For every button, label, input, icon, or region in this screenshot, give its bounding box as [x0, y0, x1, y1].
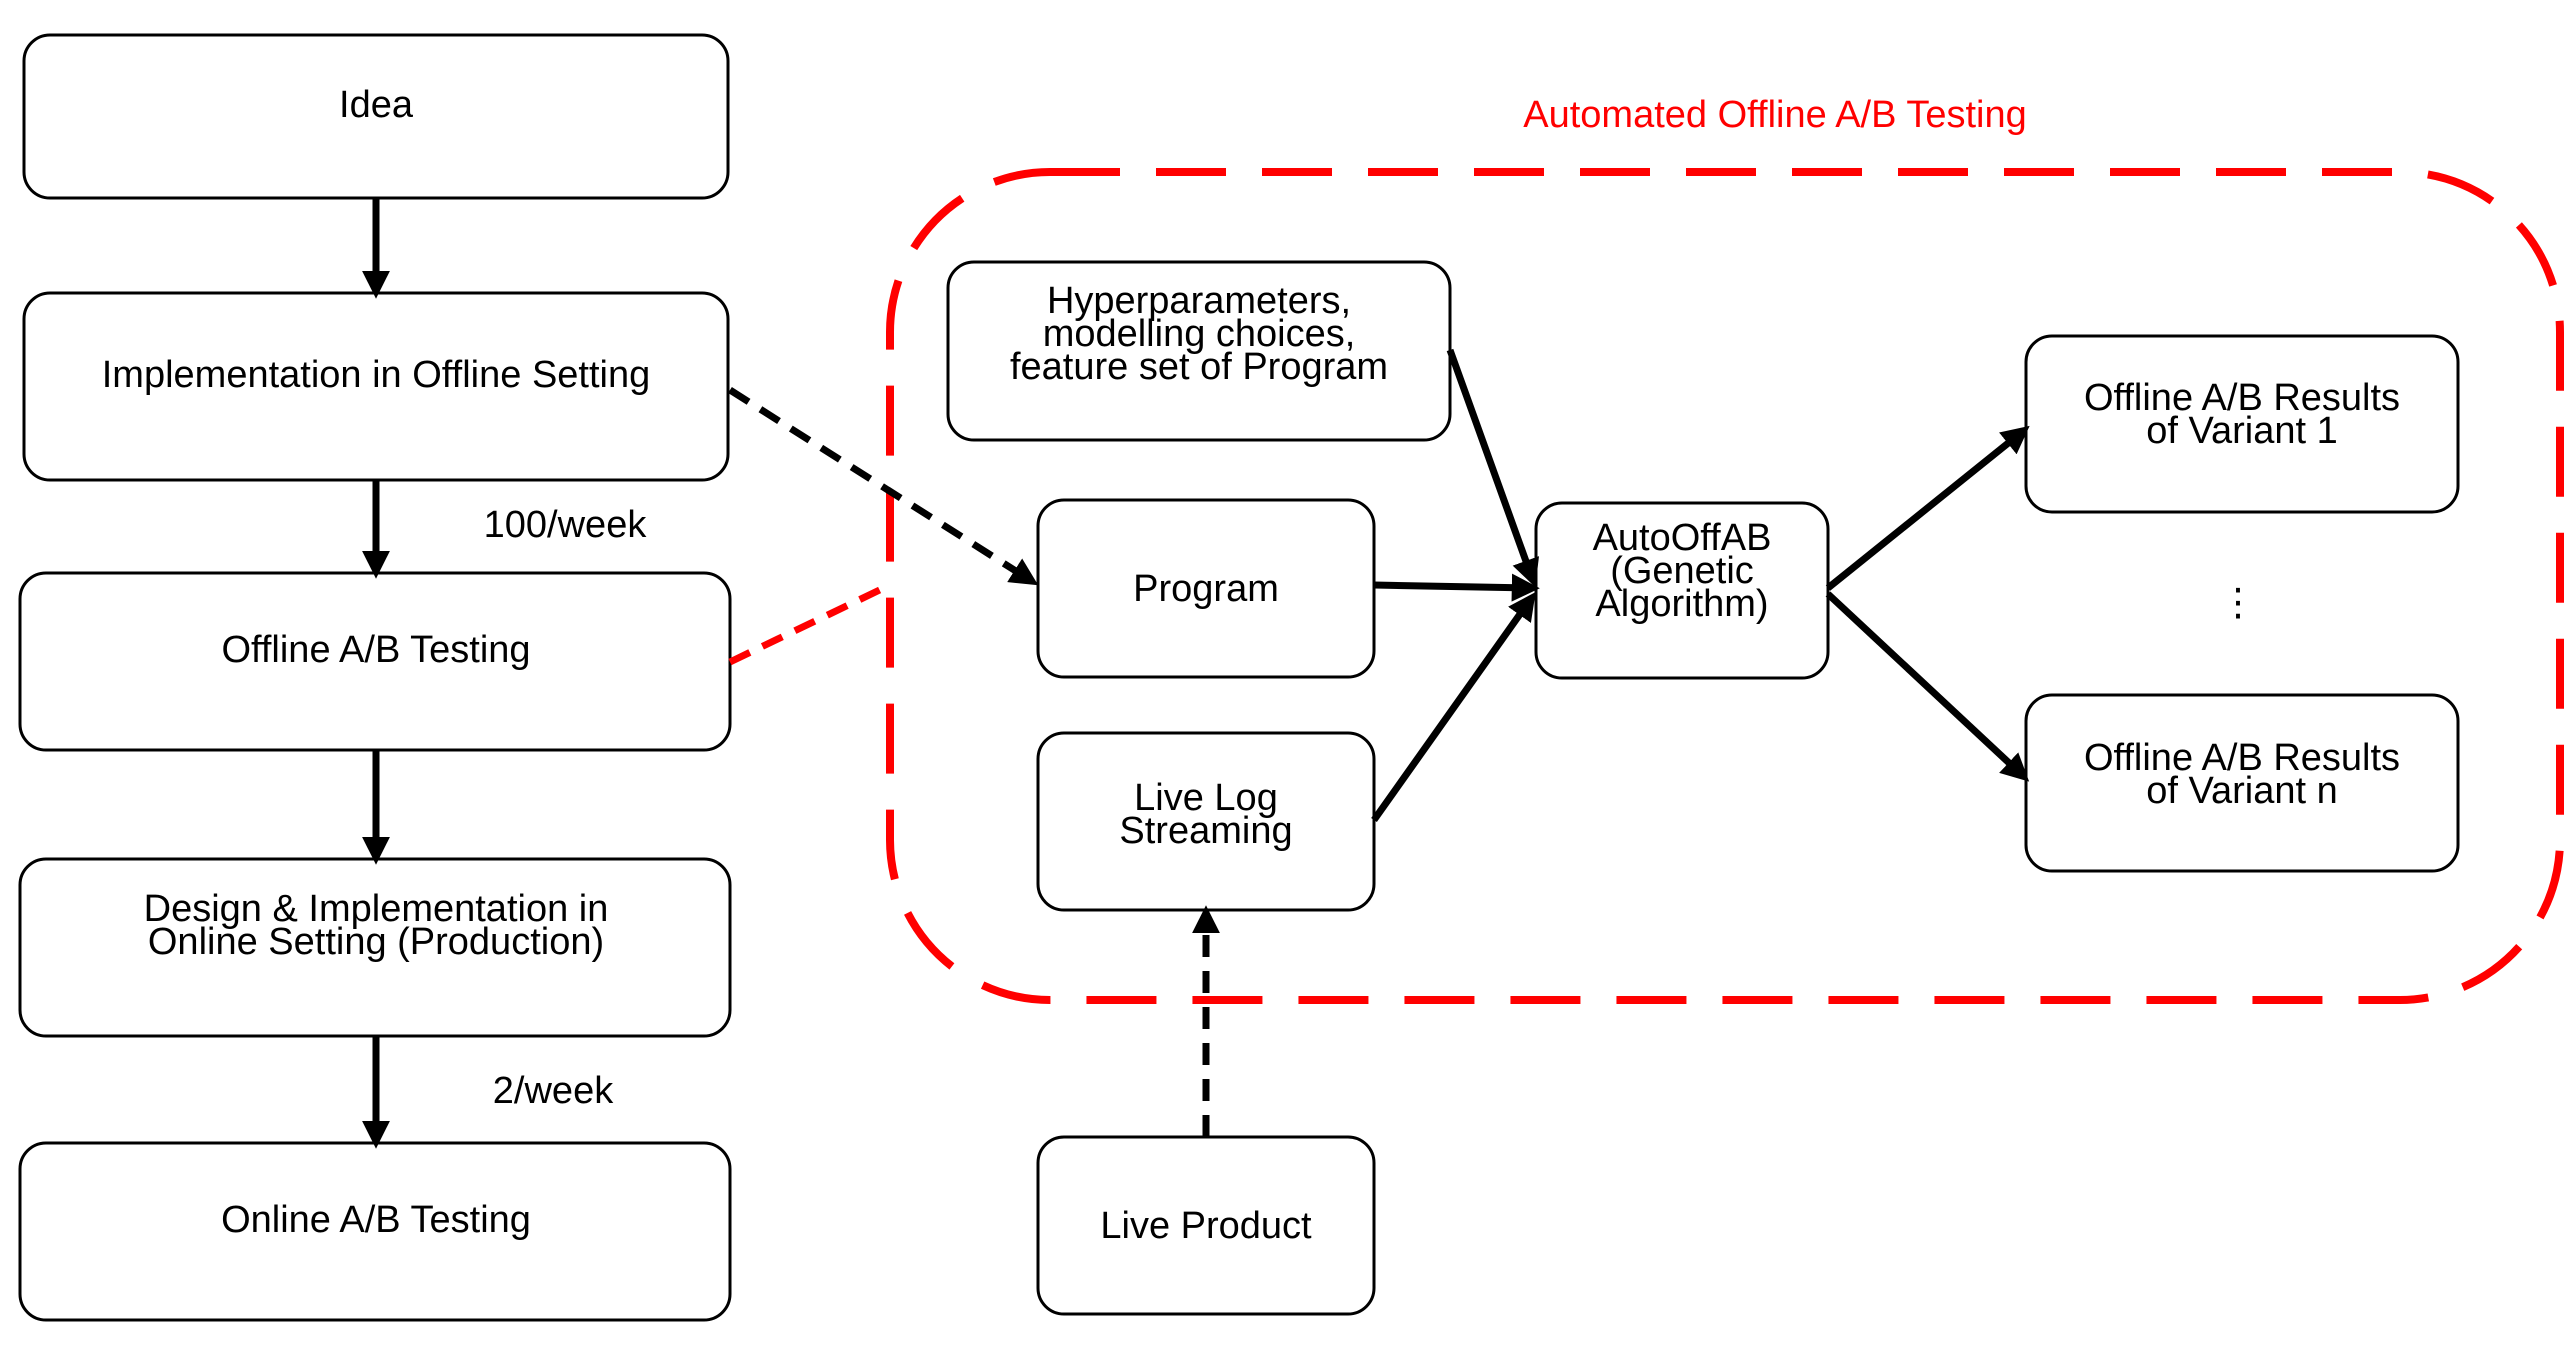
arrow-implementation-to-program — [728, 387, 1039, 586]
connector-offline-ab-to-group — [728, 581, 892, 666]
label-line: Design & Implementation in — [144, 888, 609, 930]
node-hyperparameters-label: Hyperparameters,modelling choices,featur… — [1010, 280, 1388, 388]
label-line: Live Log — [1134, 777, 1278, 819]
label-line: Offline A/B Testing — [221, 629, 530, 671]
label-line: Hyperparameters, — [1047, 280, 1351, 322]
label-line: Offline A/B Results — [2084, 737, 2400, 779]
node-idea: Idea — [22, 33, 730, 200]
group-title: Automated Offline A/B Testing — [1523, 94, 2026, 136]
label-line: modelling choices, — [1043, 313, 1356, 355]
label-line: Program — [1133, 568, 1279, 610]
label-line: (Genetic — [1610, 550, 1754, 592]
label-line: AutoOffAB — [1593, 517, 1772, 559]
automated-offline-ab-group-box — [886, 168, 2564, 1004]
node-idea-label: Idea — [339, 84, 414, 126]
node-live-product-label: Live Product — [1100, 1205, 1312, 1247]
arrow-program-to-autooffab — [1373, 573, 1540, 602]
label-line: feature set of Program — [1010, 346, 1388, 388]
node-live-product: Live Product — [1036, 1135, 1376, 1316]
arrow-live-log-to-autooffab — [1371, 592, 1536, 823]
arrow-autooffab-to-results-n — [1825, 591, 2030, 782]
node-online-ab-testing: Online A/B Testing — [18, 1141, 732, 1322]
arrow-hyperparameters-to-autooffab — [1446, 348, 1540, 588]
label-line: Offline A/B Results — [2084, 377, 2400, 419]
node-hyperparameters: Hyperparameters,modelling choices,featur… — [946, 260, 1452, 442]
node-online-ab-testing-label: Online A/B Testing — [221, 1199, 531, 1241]
node-program-label: Program — [1133, 568, 1279, 610]
label-line: Algorithm) — [1595, 583, 1768, 625]
label-line: Idea — [339, 84, 414, 126]
node-implementation-offline-label: Implementation in Offline Setting — [102, 354, 651, 396]
label-line: Live Product — [1100, 1205, 1312, 1247]
node-implementation-offline: Implementation in Offline Setting — [22, 291, 730, 482]
results-ellipsis: ⋮ — [2219, 582, 2257, 624]
arrow-autooffab-to-results-1 — [1825, 425, 2030, 591]
label-line: Online Setting (Production) — [148, 921, 604, 963]
node-offline-ab-testing: Offline A/B Testing — [18, 571, 732, 752]
node-program: Program — [1036, 498, 1376, 679]
label-line: of Variant n — [2146, 770, 2338, 812]
edge-label-rate-offline: 100/week — [484, 504, 648, 546]
label-line: of Variant 1 — [2146, 410, 2338, 452]
label-line: Streaming — [1119, 810, 1292, 852]
node-offline-ab-testing-label: Offline A/B Testing — [221, 629, 530, 671]
label-line: Implementation in Offline Setting — [102, 354, 651, 396]
edge-label-rate-online: 2/week — [493, 1070, 614, 1112]
label-line: Online A/B Testing — [221, 1199, 531, 1241]
